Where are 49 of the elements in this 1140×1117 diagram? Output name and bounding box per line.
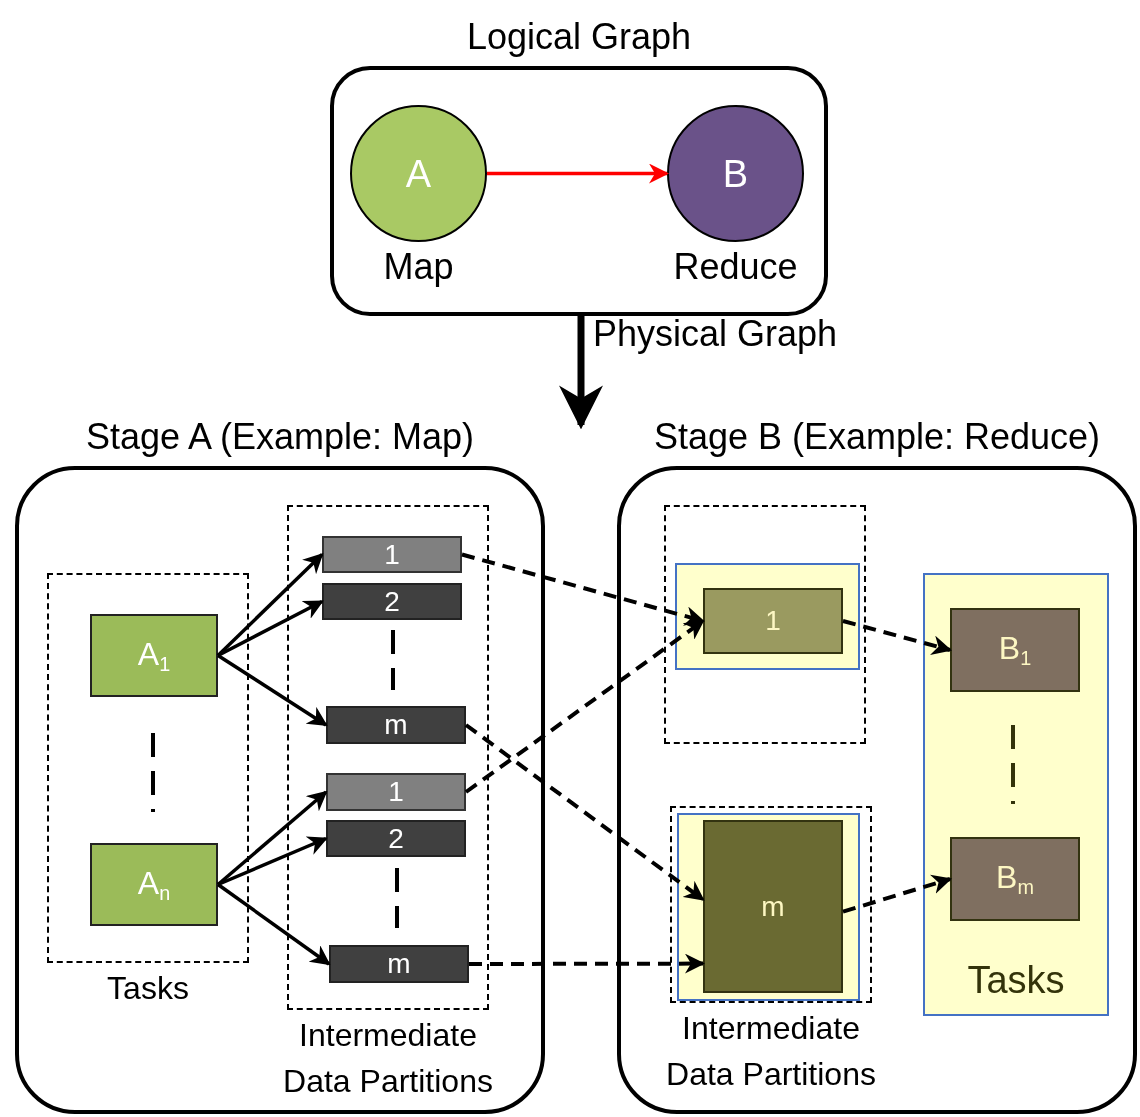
dashed-arrow	[461, 552, 705, 626]
task-box	[950, 608, 1080, 692]
partition-bar	[326, 706, 466, 744]
dashed-arrow	[469, 953, 705, 974]
partition-bar	[326, 820, 466, 857]
arrow	[217, 836, 328, 887]
group-label: Intermediate Data Partitions	[282, 1016, 494, 1102]
partition-bar	[326, 773, 466, 811]
edge-label: Physical Graph	[593, 312, 838, 355]
node-label: B	[721, 152, 750, 195]
node-label: 2	[383, 585, 401, 618]
group-label: Tasks	[966, 959, 1066, 1002]
arrow	[216, 790, 328, 886]
partition-bar	[329, 945, 469, 983]
node-caption: Map	[382, 246, 455, 288]
arrow	[216, 883, 331, 966]
partition-box	[703, 820, 843, 993]
group-label: Intermediate Data Partitions	[665, 1009, 877, 1095]
node-label: A	[404, 152, 433, 195]
dashed-arrow	[464, 619, 705, 794]
group-label: Tasks	[106, 969, 190, 1008]
task-box	[950, 837, 1080, 921]
node-label: m	[760, 890, 786, 923]
dashed-group-box	[664, 505, 866, 744]
highlight-box	[923, 573, 1109, 1016]
node-label: B$_{m}$	[995, 859, 1035, 899]
node-label: B$_{1}$	[997, 630, 1033, 670]
task-box	[90, 614, 218, 697]
group-title: Stage A (Example: Map)	[84, 416, 476, 458]
task-box	[90, 843, 218, 926]
node-label: 1	[764, 605, 782, 637]
partition-bar	[322, 583, 462, 620]
partition-box	[703, 588, 843, 654]
arrow	[217, 599, 324, 658]
node-label: m	[383, 709, 409, 741]
node-caption: Reduce	[672, 246, 799, 288]
arrow	[487, 163, 669, 184]
node-label: 1	[383, 538, 401, 571]
highlight-box	[675, 563, 860, 670]
node-label: A$_{1}$	[136, 635, 172, 676]
partition-bar	[322, 536, 462, 573]
node-label: 2	[387, 822, 405, 855]
group-title: Stage B (Example: Reduce)	[652, 416, 1102, 458]
node-label: A$_{n}$	[136, 864, 172, 905]
group-title: Logical Graph	[465, 16, 693, 58]
node-label: m	[386, 948, 412, 980]
arrow	[217, 654, 328, 727]
dashed-arrow	[464, 723, 705, 902]
node-label: 1	[387, 776, 405, 808]
